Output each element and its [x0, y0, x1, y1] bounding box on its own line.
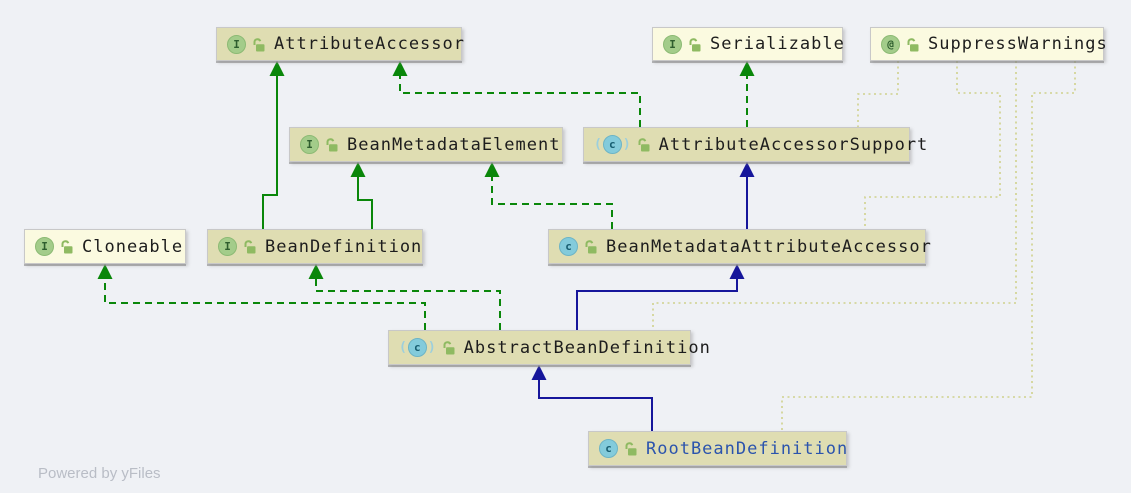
edge-extends_interface-BeanDefinition-to-AttributeAccessor — [262, 76, 278, 229]
node-label-AttributeAccessor: AttributeAccessor — [274, 34, 465, 54]
public-lock-icon — [325, 137, 338, 152]
node-SuppressWarnings[interactable]: @ SuppressWarnings — [870, 27, 1107, 61]
arrowhead-RootBeanDefinition-to-AbstractBeanDefinition — [531, 365, 547, 380]
edge-annotation-SuppressWarnings-to-AbstractBeanDefinition — [652, 61, 1017, 330]
edge-annotation-SuppressWarnings-to-AttributeAccessorSupport — [857, 61, 899, 127]
public-lock-icon — [906, 37, 919, 52]
arrowhead-AttributeAccessorSupport-to-AttributeAccessor — [392, 61, 408, 76]
arrowhead-BeanDefinition-to-AttributeAccessor — [269, 61, 285, 76]
node-label-Cloneable: Cloneable — [82, 236, 184, 257]
arrowhead-BeanMetadataAttributeAccessor-to-BeanMetadataElement — [484, 162, 500, 177]
public-lock-icon — [584, 239, 597, 254]
interface-icon: I — [35, 237, 54, 256]
node-Serializable[interactable]: I Serializable — [652, 27, 845, 61]
interface-icon: I — [218, 237, 237, 256]
abstract-class-icon: (c) — [594, 135, 631, 154]
powered-by-yfiles-label: Powered by yFiles — [38, 465, 161, 482]
node-AttributeAccessorSupport[interactable]: (c) AttributeAccessorSupport — [583, 127, 927, 162]
node-label-RootBeanDefinition: RootBeanDefinition — [646, 438, 849, 459]
class-icon: c — [599, 439, 618, 458]
public-lock-icon — [637, 137, 650, 152]
abstract-class-icon: (c) — [399, 338, 436, 357]
interface-icon: I — [663, 34, 682, 54]
node-BeanDefinition[interactable]: I BeanDefinition — [207, 229, 423, 264]
interface-icon: I — [300, 135, 319, 154]
node-RootBeanDefinition[interactable]: c RootBeanDefinition — [588, 431, 847, 466]
edge-extends_interface-BeanDefinition-to-BeanMetadataElement — [357, 177, 373, 229]
node-label-Serializable: Serializable — [710, 34, 845, 54]
arrowhead-AbstractBeanDefinition-to-BeanMetadataAttributeAccessor — [729, 264, 745, 279]
interface-icon: I — [227, 34, 246, 54]
edge-implements-BeanMetadataAttributeAccessor-to-BeanMetadataElement — [491, 177, 613, 229]
edge-annotation-SuppressWarnings-to-RootBeanDefinition — [781, 61, 1076, 431]
public-lock-icon — [243, 239, 256, 254]
arrowhead-AbstractBeanDefinition-to-Cloneable — [97, 264, 113, 279]
arrowhead-AttributeAccessorSupport-to-Serializable — [739, 61, 755, 76]
public-lock-icon — [252, 37, 265, 52]
node-label-AbstractBeanDefinition: AbstractBeanDefinition — [463, 337, 711, 358]
edge-implements-AttributeAccessorSupport-to-AttributeAccessor — [399, 76, 641, 127]
public-lock-icon — [688, 37, 701, 52]
node-label-BeanMetadataAttributeAccessor: BeanMetadataAttributeAccessor — [606, 236, 932, 257]
node-AbstractBeanDefinition[interactable]: (c) AbstractBeanDefinition — [388, 330, 710, 365]
arrowhead-BeanDefinition-to-BeanMetadataElement — [350, 162, 366, 177]
arrowhead-BeanMetadataAttributeAccessor-to-AttributeAccessorSupport — [739, 162, 755, 177]
edge-implements-AbstractBeanDefinition-to-Cloneable — [104, 279, 426, 330]
node-label-AttributeAccessorSupport: AttributeAccessorSupport — [658, 134, 929, 155]
edge-extends_class-RootBeanDefinition-to-AbstractBeanDefinition — [538, 380, 653, 431]
node-AttributeAccessor[interactable]: I AttributeAccessor — [216, 27, 465, 61]
edge-implements-AbstractBeanDefinition-to-BeanDefinition — [315, 279, 501, 330]
edge-extends_class-AbstractBeanDefinition-to-BeanMetadataAttributeAccessor — [576, 279, 738, 330]
node-label-BeanDefinition: BeanDefinition — [265, 236, 423, 257]
arrowhead-AbstractBeanDefinition-to-BeanDefinition — [308, 264, 324, 279]
node-Cloneable[interactable]: I Cloneable — [24, 229, 186, 264]
node-BeanMetadataAttributeAccessor[interactable]: c BeanMetadataAttributeAccessor — [548, 229, 931, 264]
node-label-BeanMetadataElement: BeanMetadataElement — [347, 134, 561, 155]
edge-annotation-SuppressWarnings-to-BeanMetadataAttributeAccessor — [864, 61, 1001, 229]
public-lock-icon — [624, 441, 637, 456]
public-lock-icon — [442, 340, 455, 355]
class-icon: c — [559, 237, 578, 256]
node-BeanMetadataElement[interactable]: I BeanMetadataElement — [289, 127, 563, 162]
public-lock-icon — [60, 239, 73, 254]
node-label-SuppressWarnings: SuppressWarnings — [928, 34, 1108, 54]
annotation-icon: @ — [881, 34, 900, 54]
